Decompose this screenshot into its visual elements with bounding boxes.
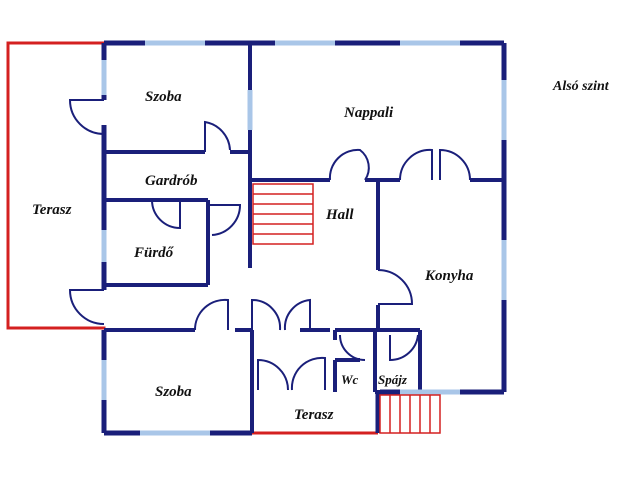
door-gardrob [151, 199, 181, 230]
room-label-nappali: Nappali [343, 105, 394, 121]
room-label-wc: Wc [341, 372, 359, 387]
room-label-spajz: Spájz [378, 372, 408, 387]
room-label-furdo: Fürdő [133, 245, 175, 261]
door-nappali-double-right [439, 148, 471, 181]
level-label: Alsó szint [552, 79, 610, 94]
windows [101, 40, 507, 436]
door-terasz-double-left [257, 358, 289, 391]
door-spajz [389, 334, 419, 362]
door-hall-nappali-left [328, 148, 370, 181]
room-label-szoba-top: Szoba [145, 89, 182, 105]
room-label-konyha: Konyha [424, 268, 474, 284]
room-label-gardrob: Gardrób [145, 173, 198, 189]
door-terasz-double-right [290, 356, 326, 391]
interior-walls [104, 43, 504, 433]
door-szoba-top-entry [68, 99, 105, 135]
door-szoba-bottom [193, 298, 229, 331]
door-hall-double-left [251, 298, 282, 331]
stairs-hall [252, 183, 314, 245]
door-left-terrace [68, 289, 105, 325]
room-label-szoba-bottom: Szoba [155, 384, 192, 400]
room-label-terasz-left: Terasz [32, 202, 72, 218]
doors [68, 99, 471, 391]
room-label-hall: Hall [325, 207, 354, 223]
door-szoba-top-inner [204, 120, 231, 152]
terrace-left-outline [6, 41, 106, 330]
door-hall-double-right [283, 298, 311, 331]
door-wc [339, 334, 366, 361]
door-furdo [210, 204, 242, 236]
door-nappali-double-left [398, 148, 433, 181]
stairs-outside [379, 394, 441, 434]
room-label-terasz-bottom: Terasz [294, 407, 334, 423]
door-konyha [377, 269, 414, 305]
